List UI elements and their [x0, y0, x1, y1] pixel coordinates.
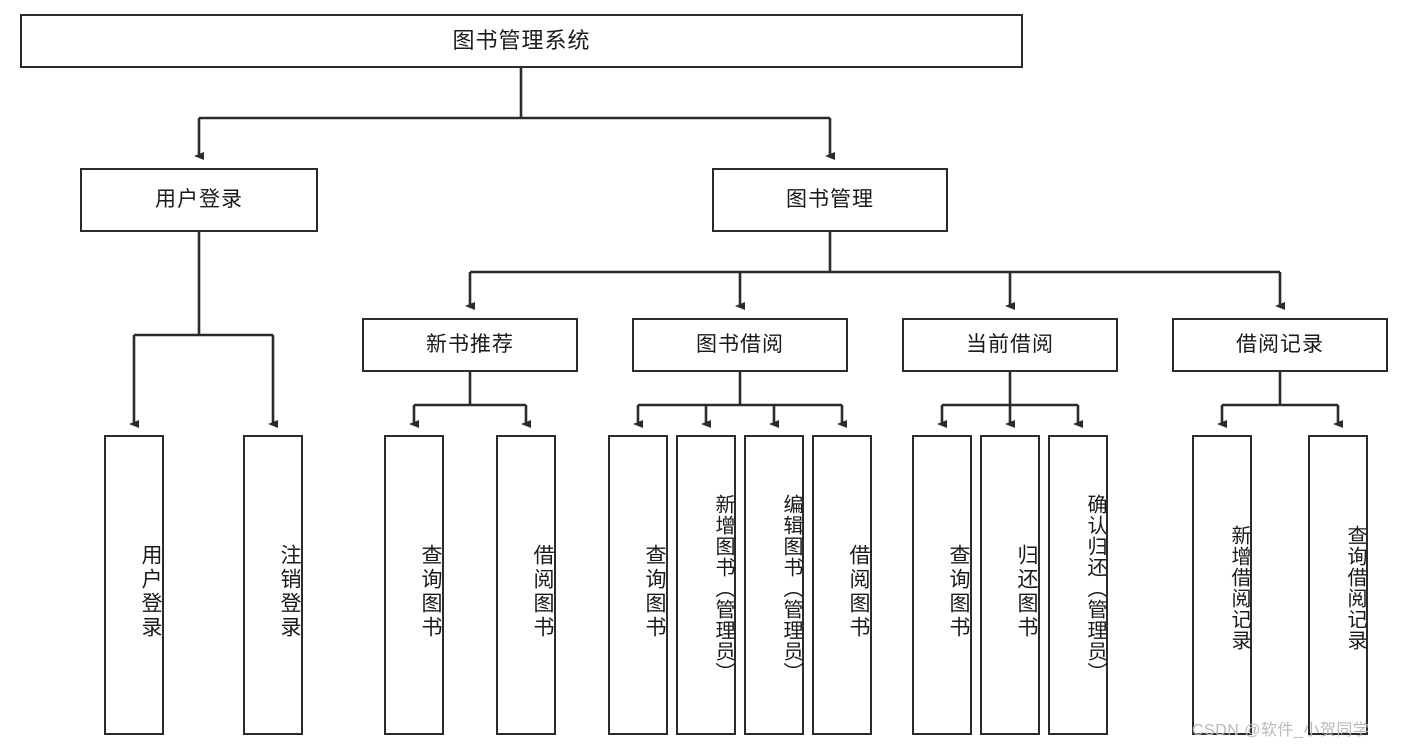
node-current-borrow[interactable]: 当前借阅: [902, 318, 1118, 372]
leaf-newbook-query-book[interactable]: 查询图书: [384, 435, 444, 735]
node-borrow-record[interactable]: 借阅记录: [1172, 318, 1388, 372]
leaf-borrow-query-book[interactable]: 查询图书: [608, 435, 668, 735]
leaf-borrow-add-book-admin[interactable]: 新增图书（管理员）: [676, 435, 736, 735]
leaf-current-query-book[interactable]: 查询图书: [912, 435, 972, 735]
leaf-record-query-borrow-record[interactable]: 查询借阅记录: [1308, 435, 1368, 735]
node-book-borrow[interactable]: 图书借阅: [632, 318, 848, 372]
leaf-borrow-borrow-book[interactable]: 借阅图书: [812, 435, 872, 735]
leaf-newbook-borrow-book[interactable]: 借阅图书: [496, 435, 556, 735]
node-book-management[interactable]: 图书管理: [712, 168, 948, 232]
leaf-current-confirm-return-admin[interactable]: 确认归还（管理员）: [1048, 435, 1108, 735]
leaf-borrow-edit-book-admin[interactable]: 编辑图书（管理员）: [744, 435, 804, 735]
node-user-login[interactable]: 用户登录: [80, 168, 318, 232]
leaf-user-login[interactable]: 用户登录: [104, 435, 164, 735]
node-new-book-recommend[interactable]: 新书推荐: [362, 318, 578, 372]
leaf-logout[interactable]: 注销登录: [243, 435, 303, 735]
leaf-record-add-borrow-record[interactable]: 新增借阅记录: [1192, 435, 1252, 735]
leaf-current-return-book[interactable]: 归还图书: [980, 435, 1040, 735]
csdn-watermark: CSDN @软件_小贺同学: [1192, 722, 1370, 739]
node-root[interactable]: 图书管理系统: [20, 14, 1023, 68]
